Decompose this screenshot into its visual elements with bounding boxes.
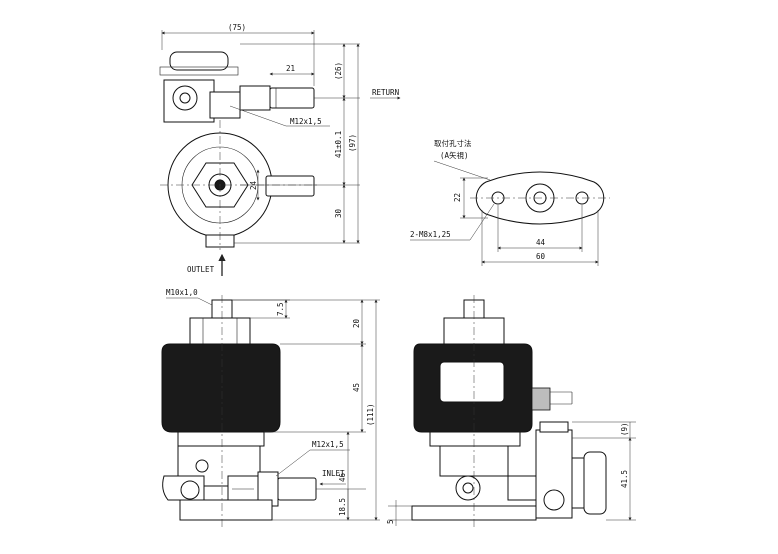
top-hex: [189, 317, 251, 345]
dim-5-text: 5: [386, 519, 395, 524]
m10-leader: [197, 297, 213, 306]
side-fitting: [507, 475, 537, 501]
dim-24-text: 24: [249, 180, 258, 190]
dim-111-text: (111): [366, 403, 375, 426]
dim-22-text: 22: [453, 193, 462, 202]
inlet-tube: [277, 477, 317, 501]
dim-18-5-text: 18.5: [338, 498, 347, 516]
cable-gland: [531, 387, 551, 411]
mount-title-leader: [433, 160, 491, 181]
return-fitting-tube: [269, 87, 315, 109]
dim-44-text: 44: [536, 238, 546, 247]
return-fitting-base: [239, 85, 271, 111]
dim-41-5-text: 41.5: [620, 470, 629, 488]
side-coil-base: [429, 431, 521, 447]
m8-text: 2-M8x1,25: [410, 230, 451, 239]
port-hole: [179, 92, 191, 104]
mounting-view: 取付孔寸法 (A矢視) 22 44 60 2-M8x1,25: [410, 138, 610, 266]
dim-97-text: (97): [348, 134, 357, 152]
front-view: M10x1,0 7.5 20 45 (111) 46 18.5 M12x1,5 …: [161, 288, 380, 528]
hex-nut: [209, 91, 241, 119]
mount-title: 取付孔寸法: [434, 138, 472, 148]
return-label: RETURN: [372, 88, 399, 97]
dim-46-text: 46: [338, 472, 347, 482]
dim-26-text: (26): [334, 62, 343, 80]
top-view: (75) 21 (26) 41±0.1 30 (97) 24 M12x1,5 R…: [159, 23, 401, 276]
mount-base: [179, 499, 273, 521]
knob-flange: [159, 66, 239, 76]
dim-75-text: (75): [228, 23, 246, 32]
manual-valve-port: [543, 489, 565, 511]
m8-leader: [469, 203, 495, 241]
dim-21-text: 21: [286, 64, 295, 73]
manual-knob: [169, 51, 229, 71]
inlet-label: INLET: [322, 469, 345, 478]
m12-top-text: M12x1,5: [290, 117, 322, 126]
m12-bottom-leader: [275, 449, 311, 477]
side-port-hole: [462, 482, 474, 494]
side-view: 5 (9) 41.5: [386, 295, 636, 528]
dim-60-text: 60: [536, 252, 546, 261]
side-coil-label: [439, 361, 505, 403]
outlet-pipe: [265, 175, 315, 197]
dim-9-text: (9): [620, 422, 629, 436]
knob-stem: [571, 457, 585, 509]
knob-side: [583, 451, 607, 515]
dim-45-text: 45: [352, 383, 361, 392]
left-port: [180, 480, 200, 500]
mount-subtitle: (A矢視): [440, 150, 469, 160]
outlet-label: OUTLET: [187, 265, 215, 274]
dim-30-text: 30: [334, 208, 343, 218]
m12-top-leader: [229, 105, 287, 127]
m10-text: M10x1,0: [166, 288, 198, 297]
coil-body: [161, 343, 281, 433]
dim-20-text: 20: [352, 318, 361, 328]
dim-41-text: 41±0.1: [334, 131, 343, 158]
manual-valve-cap: [539, 421, 569, 433]
coil-base: [177, 431, 265, 447]
flow-mark: [195, 459, 209, 473]
m12-bottom-text: M12x1,5: [312, 440, 344, 449]
dim-7-5-text: 7.5: [276, 302, 285, 316]
